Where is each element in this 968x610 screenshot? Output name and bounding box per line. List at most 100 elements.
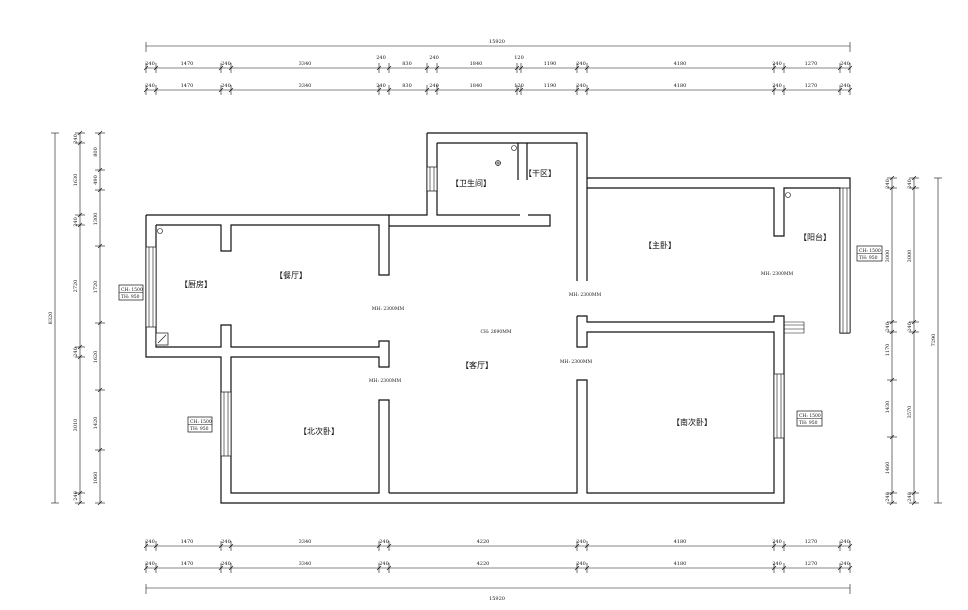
dim-label: 240 — [576, 561, 586, 567]
right-dimensions: 240 3000 240 1170 1430 1460 240 240 3000… — [885, 175, 942, 506]
dim-label: 240 — [840, 83, 850, 89]
dim-label: 2720 — [73, 280, 79, 293]
dim-label: 240 — [73, 134, 79, 144]
dim-label: 120 — [514, 83, 524, 89]
dim-label: 240 — [379, 561, 389, 567]
dim-label: 240 — [429, 83, 439, 89]
dim-label: 240 — [772, 561, 782, 567]
south-window-ch: CH: 1500 — [799, 413, 821, 419]
dimension-slash — [218, 565, 224, 571]
dimension-ticks — [143, 541, 853, 551]
dim-label: 1470 — [181, 561, 194, 567]
dimension-slash — [77, 500, 83, 506]
dimension-slash — [781, 565, 787, 571]
dim-label: 830 — [402, 61, 412, 67]
dimension-slash — [911, 490, 917, 496]
dim-label: 1460 — [885, 462, 891, 475]
dimension-slash — [771, 87, 777, 93]
right-col2-labels: 240 3000 240 3570 240 — [907, 179, 913, 502]
dimension-slash — [514, 87, 520, 93]
dimension-slash — [574, 543, 580, 549]
left-total-dimension: 8320 — [48, 312, 54, 325]
dimension-slash — [911, 329, 917, 335]
dim-label: 240 — [376, 55, 386, 61]
north-window-th: TH: 950 — [190, 426, 209, 432]
dimension-slash — [584, 87, 590, 93]
dimension-slash — [218, 65, 224, 71]
dimension-ticks — [909, 175, 919, 506]
north-bedroom-window — [220, 391, 232, 457]
dim-label: 240 — [379, 539, 389, 545]
dimension-ticks — [143, 85, 853, 95]
dim-label: 240 — [840, 539, 850, 545]
dimension-slash — [889, 329, 895, 335]
dimension-slash — [143, 565, 149, 571]
kitchen-window-th: TH: 950 — [121, 294, 140, 300]
dimension-slash — [97, 500, 103, 506]
height-annotations: MH: 2300MM MH: 2300MM MH: 2300MM MH: 230… — [369, 271, 794, 384]
bottom-dimensions: 240 1470 240 3340 240 4220 240 4180 240 … — [143, 539, 853, 602]
dimension-ticks — [143, 63, 853, 73]
top-row2-labels: 240 1470 240 3340 240 830 240 1840 120 1… — [145, 83, 850, 89]
dimension-slash — [228, 87, 234, 93]
dimension-slash — [228, 543, 234, 549]
mh-balcony: MH: 2300MM — [761, 271, 794, 277]
dimension-slash — [376, 565, 382, 571]
dimension-slash — [574, 565, 580, 571]
dim-label: 240 — [576, 83, 586, 89]
dimension-slash — [847, 87, 853, 93]
dimension-slash — [518, 87, 524, 93]
right-col1-labels: 240 3000 240 1170 1430 1460 240 — [885, 179, 891, 502]
dim-label: 240 — [907, 179, 913, 189]
dim-label: 240 — [221, 61, 231, 67]
bottom-row2-labels: 240 1470 240 3340 240 4220 240 4180 240 … — [145, 561, 850, 567]
dimension-ticks — [143, 563, 853, 573]
dimension-slash — [889, 500, 895, 506]
dim-label: 240 — [73, 217, 79, 227]
mh-dining: MH: 2300MM — [372, 306, 405, 312]
dimension-slash — [386, 565, 392, 571]
dimension-slash — [77, 490, 83, 496]
dimension-slash — [518, 65, 524, 71]
dim-label: 240 — [772, 83, 782, 89]
dim-label: 240 — [772, 539, 782, 545]
dimension-slash — [228, 65, 234, 71]
dimension-slash — [153, 65, 159, 71]
dimension-slash — [228, 565, 234, 571]
dim-label: 120 — [514, 55, 524, 61]
bathroom-window — [426, 166, 438, 192]
dim-label: 3000 — [885, 250, 891, 263]
dim-label: 1470 — [181, 83, 194, 89]
top-dimensions: 15920 240 1470 240 3340 240 830 240 1840… — [143, 39, 853, 95]
window-tags: CH: 1500 TH: 950 CH: 1500 TH: 950 CH: 15… — [118, 245, 883, 433]
dimension-slash — [889, 377, 895, 383]
dimension-slash — [97, 320, 103, 326]
dimension-slash — [218, 87, 224, 93]
dimension-slash — [77, 130, 83, 136]
dim-label: 240 — [907, 322, 913, 332]
dimension-slash — [386, 65, 392, 71]
dim-label: 1190 — [544, 61, 557, 67]
south-bedroom-window — [773, 373, 785, 439]
dimension-slash — [97, 243, 103, 249]
dim-label: 3340 — [299, 83, 312, 89]
ch-living: CH: 2690MM — [481, 329, 512, 335]
dimension-slash — [781, 65, 787, 71]
dimension-slash — [889, 434, 895, 440]
top-row1-labels: 240 1470 240 3340 240 830 240 1840 120 1… — [145, 55, 850, 67]
dimension-slash — [889, 175, 895, 181]
mh-north: MH: 2300MM — [369, 378, 402, 384]
dimension-slash — [77, 344, 83, 350]
dimension-slash — [837, 543, 843, 549]
dimension-slash — [837, 87, 843, 93]
dimension-slash — [584, 565, 590, 571]
room-label-dining: 【餐厅】 — [275, 271, 307, 280]
dim-label: 4180 — [674, 539, 687, 545]
mh-south: MH: 2300MM — [560, 359, 593, 365]
dim-label: 240 — [145, 561, 155, 567]
dim-label: 240 — [221, 561, 231, 567]
dim-label: 1270 — [805, 539, 818, 545]
dimension-slash — [143, 87, 149, 93]
dim-label: 830 — [402, 83, 412, 89]
dimension-slash — [889, 319, 895, 325]
